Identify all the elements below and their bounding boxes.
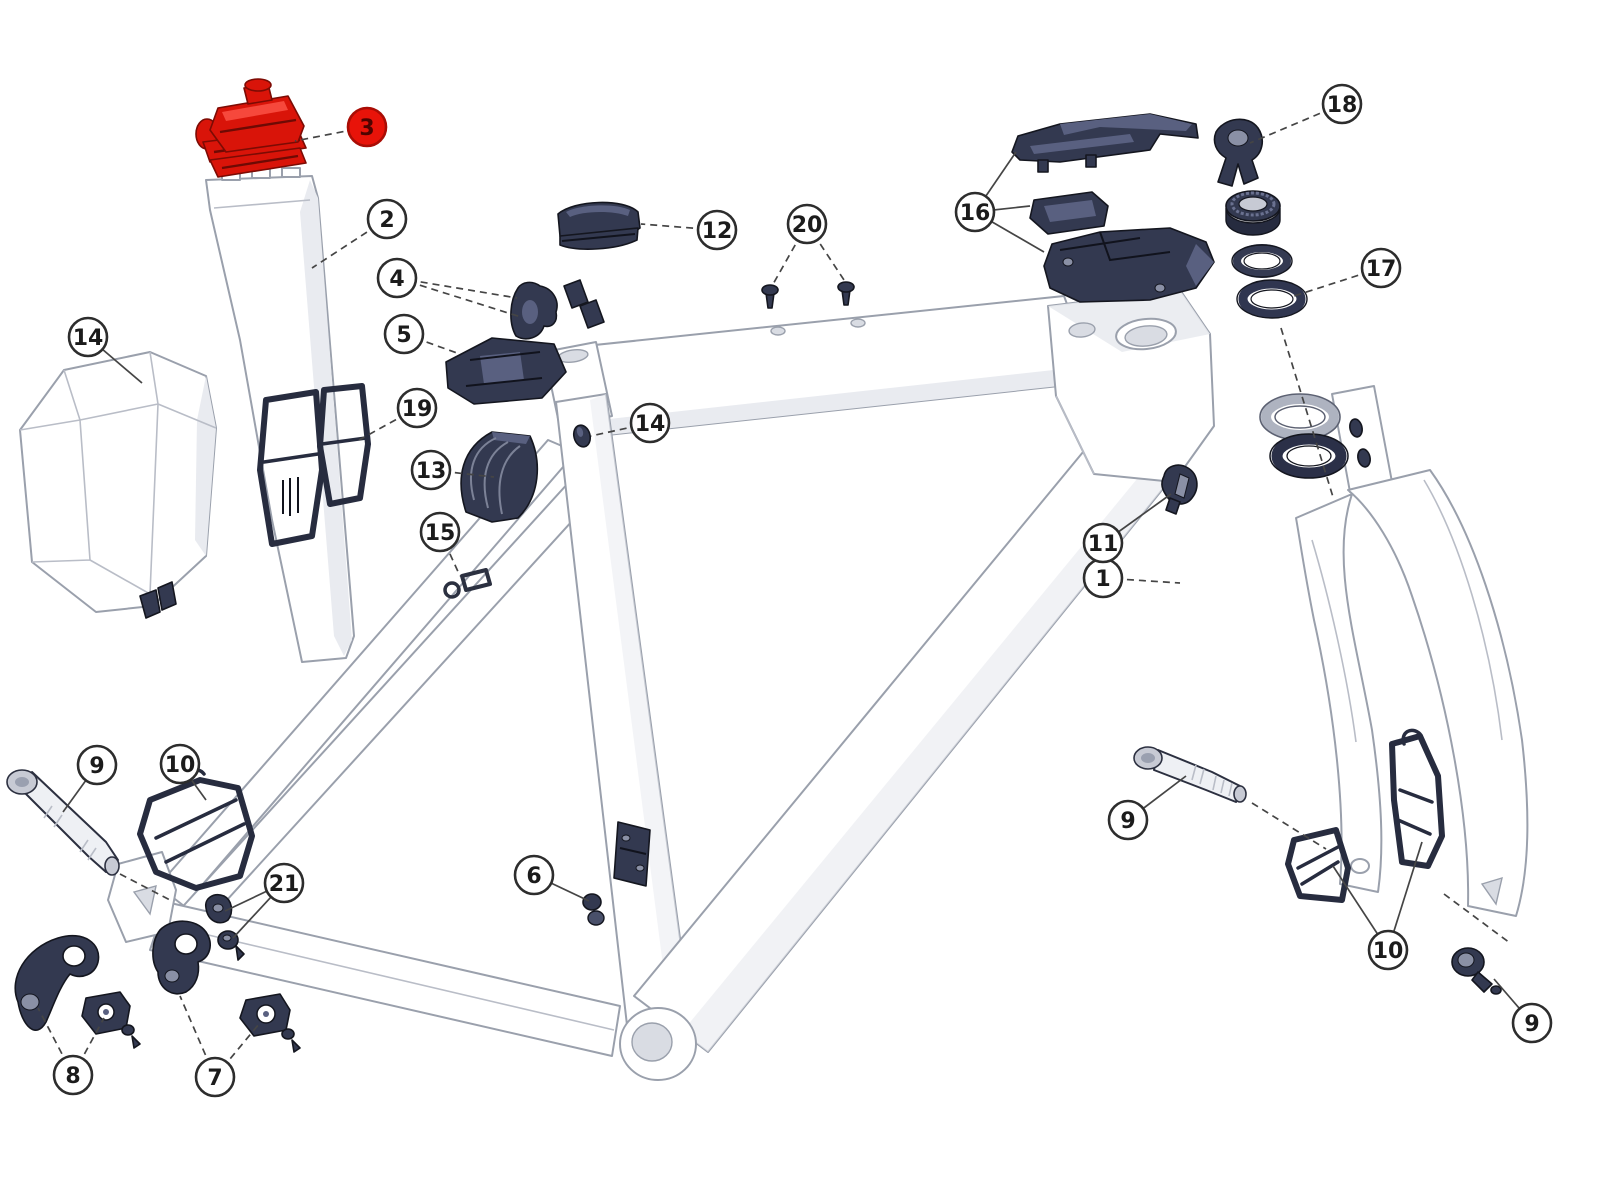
frame-plug: [1161, 464, 1198, 515]
callout-leader: [590, 422, 651, 437]
callout-circle-9: [76, 744, 118, 786]
callout-label-16: 16: [960, 201, 991, 226]
storage-box: [19, 351, 217, 619]
main-frame: [543, 289, 1215, 1081]
headset-bearing-stack: [1225, 190, 1349, 479]
callout-label-17: 17: [1366, 257, 1397, 282]
callout-circle-5: [383, 313, 425, 355]
seatpost-mount-bracket: [257, 383, 371, 547]
thru-axle-front: [1133, 746, 1247, 803]
callout-leader: [396, 277, 518, 299]
pivot-hardware: [204, 893, 245, 961]
callout-label-10: 10: [165, 753, 196, 778]
callout-label-5: 5: [396, 323, 411, 348]
callout-leader: [430, 469, 495, 478]
callout-label-2: 2: [379, 208, 394, 233]
callout-circle-10: [1367, 929, 1409, 971]
seat-tube-cable-plate: [613, 821, 651, 887]
callout-label-1: 1: [1095, 567, 1110, 592]
callout-circle-15: [419, 511, 461, 553]
callout-label-10: 10: [1373, 939, 1404, 964]
callout-leader: [403, 333, 458, 354]
callout-label-7: 7: [207, 1066, 222, 1091]
callout-leader: [72, 1017, 105, 1076]
callout-label-21: 21: [269, 872, 300, 897]
callout-label-15: 15: [425, 521, 456, 546]
assembly-axis-line: [119, 873, 171, 901]
seatpost: [205, 167, 355, 663]
callout-circle-13: [410, 449, 452, 491]
fork: [1295, 385, 1529, 917]
thru-axle-rear: [6, 769, 120, 876]
callout-label-11: 11: [1088, 532, 1119, 557]
callout-label-19: 19: [402, 397, 433, 422]
callout-circle-14: [629, 402, 671, 444]
axle-end-cap: [1451, 947, 1502, 995]
fender-bracket-front-a: [1285, 827, 1351, 903]
callout-leader: [396, 277, 522, 318]
callout-label-18: 18: [1327, 93, 1358, 118]
bottle-boss-bolt: [582, 893, 605, 926]
fender-bracket-front-b: [1389, 728, 1445, 869]
saddle-clamp-highlighted: [195, 78, 307, 178]
callout-circle-2: [366, 198, 408, 240]
stem-cover: [557, 201, 641, 250]
callout-label-14: 14: [635, 412, 666, 437]
assembly-axis-line: [1443, 893, 1511, 944]
callout-circle-20: [786, 203, 828, 245]
callout-circle-14: [67, 316, 109, 358]
steerer-clip: [1213, 118, 1264, 187]
assembly-axis-lines: [119, 327, 1511, 944]
callout-circle-10: [159, 743, 201, 785]
callout-circle-16: [954, 191, 996, 233]
stay-clip: [443, 568, 492, 599]
callout-circle-18: [1321, 83, 1363, 125]
callout-label-8: 8: [65, 1064, 80, 1089]
callout-circle-4: [376, 257, 418, 299]
callout-label-13: 13: [416, 459, 447, 484]
callout-label-4: 4: [389, 267, 404, 292]
callout-circle-7: [194, 1056, 236, 1098]
callout-circle-11: [1082, 522, 1124, 564]
callout-circle-8: [52, 1054, 94, 1096]
callout-label-14: 14: [73, 326, 104, 351]
derailleur-hanger-set-b: [152, 920, 301, 1053]
callout-circle-9: [1107, 799, 1149, 841]
callout-circle-17: [1360, 247, 1402, 289]
seat-clamp-hardware: [510, 279, 605, 340]
callout-label-9: 9: [89, 754, 104, 779]
callout-label-3: 3: [359, 116, 374, 141]
callout-leader: [439, 531, 461, 577]
assembly-axis-line: [1280, 327, 1334, 498]
callout-label-20: 20: [792, 213, 823, 238]
callout-circle-6: [513, 854, 555, 896]
callout-circle-9: [1511, 1002, 1553, 1044]
derailleur-hanger-set-a: [14, 934, 141, 1049]
seat-clamp-wedge: [445, 337, 567, 405]
callout-label-9: 9: [1524, 1012, 1539, 1037]
callout-label-6: 6: [526, 864, 541, 889]
downtube-cover: [460, 431, 539, 523]
callout-circle-21: [263, 862, 305, 904]
callout-circle-12: [696, 209, 738, 251]
top-tube-screws: [761, 281, 855, 309]
callout-label-12: 12: [702, 219, 733, 244]
assembly-axis-line: [1251, 802, 1327, 850]
callout-circle-19: [396, 387, 438, 429]
callout-circle-3: [346, 106, 388, 148]
frame-grommet: [572, 424, 592, 448]
callout-label-9: 9: [1120, 809, 1135, 834]
top-tube-port-assembly: [1011, 113, 1215, 303]
